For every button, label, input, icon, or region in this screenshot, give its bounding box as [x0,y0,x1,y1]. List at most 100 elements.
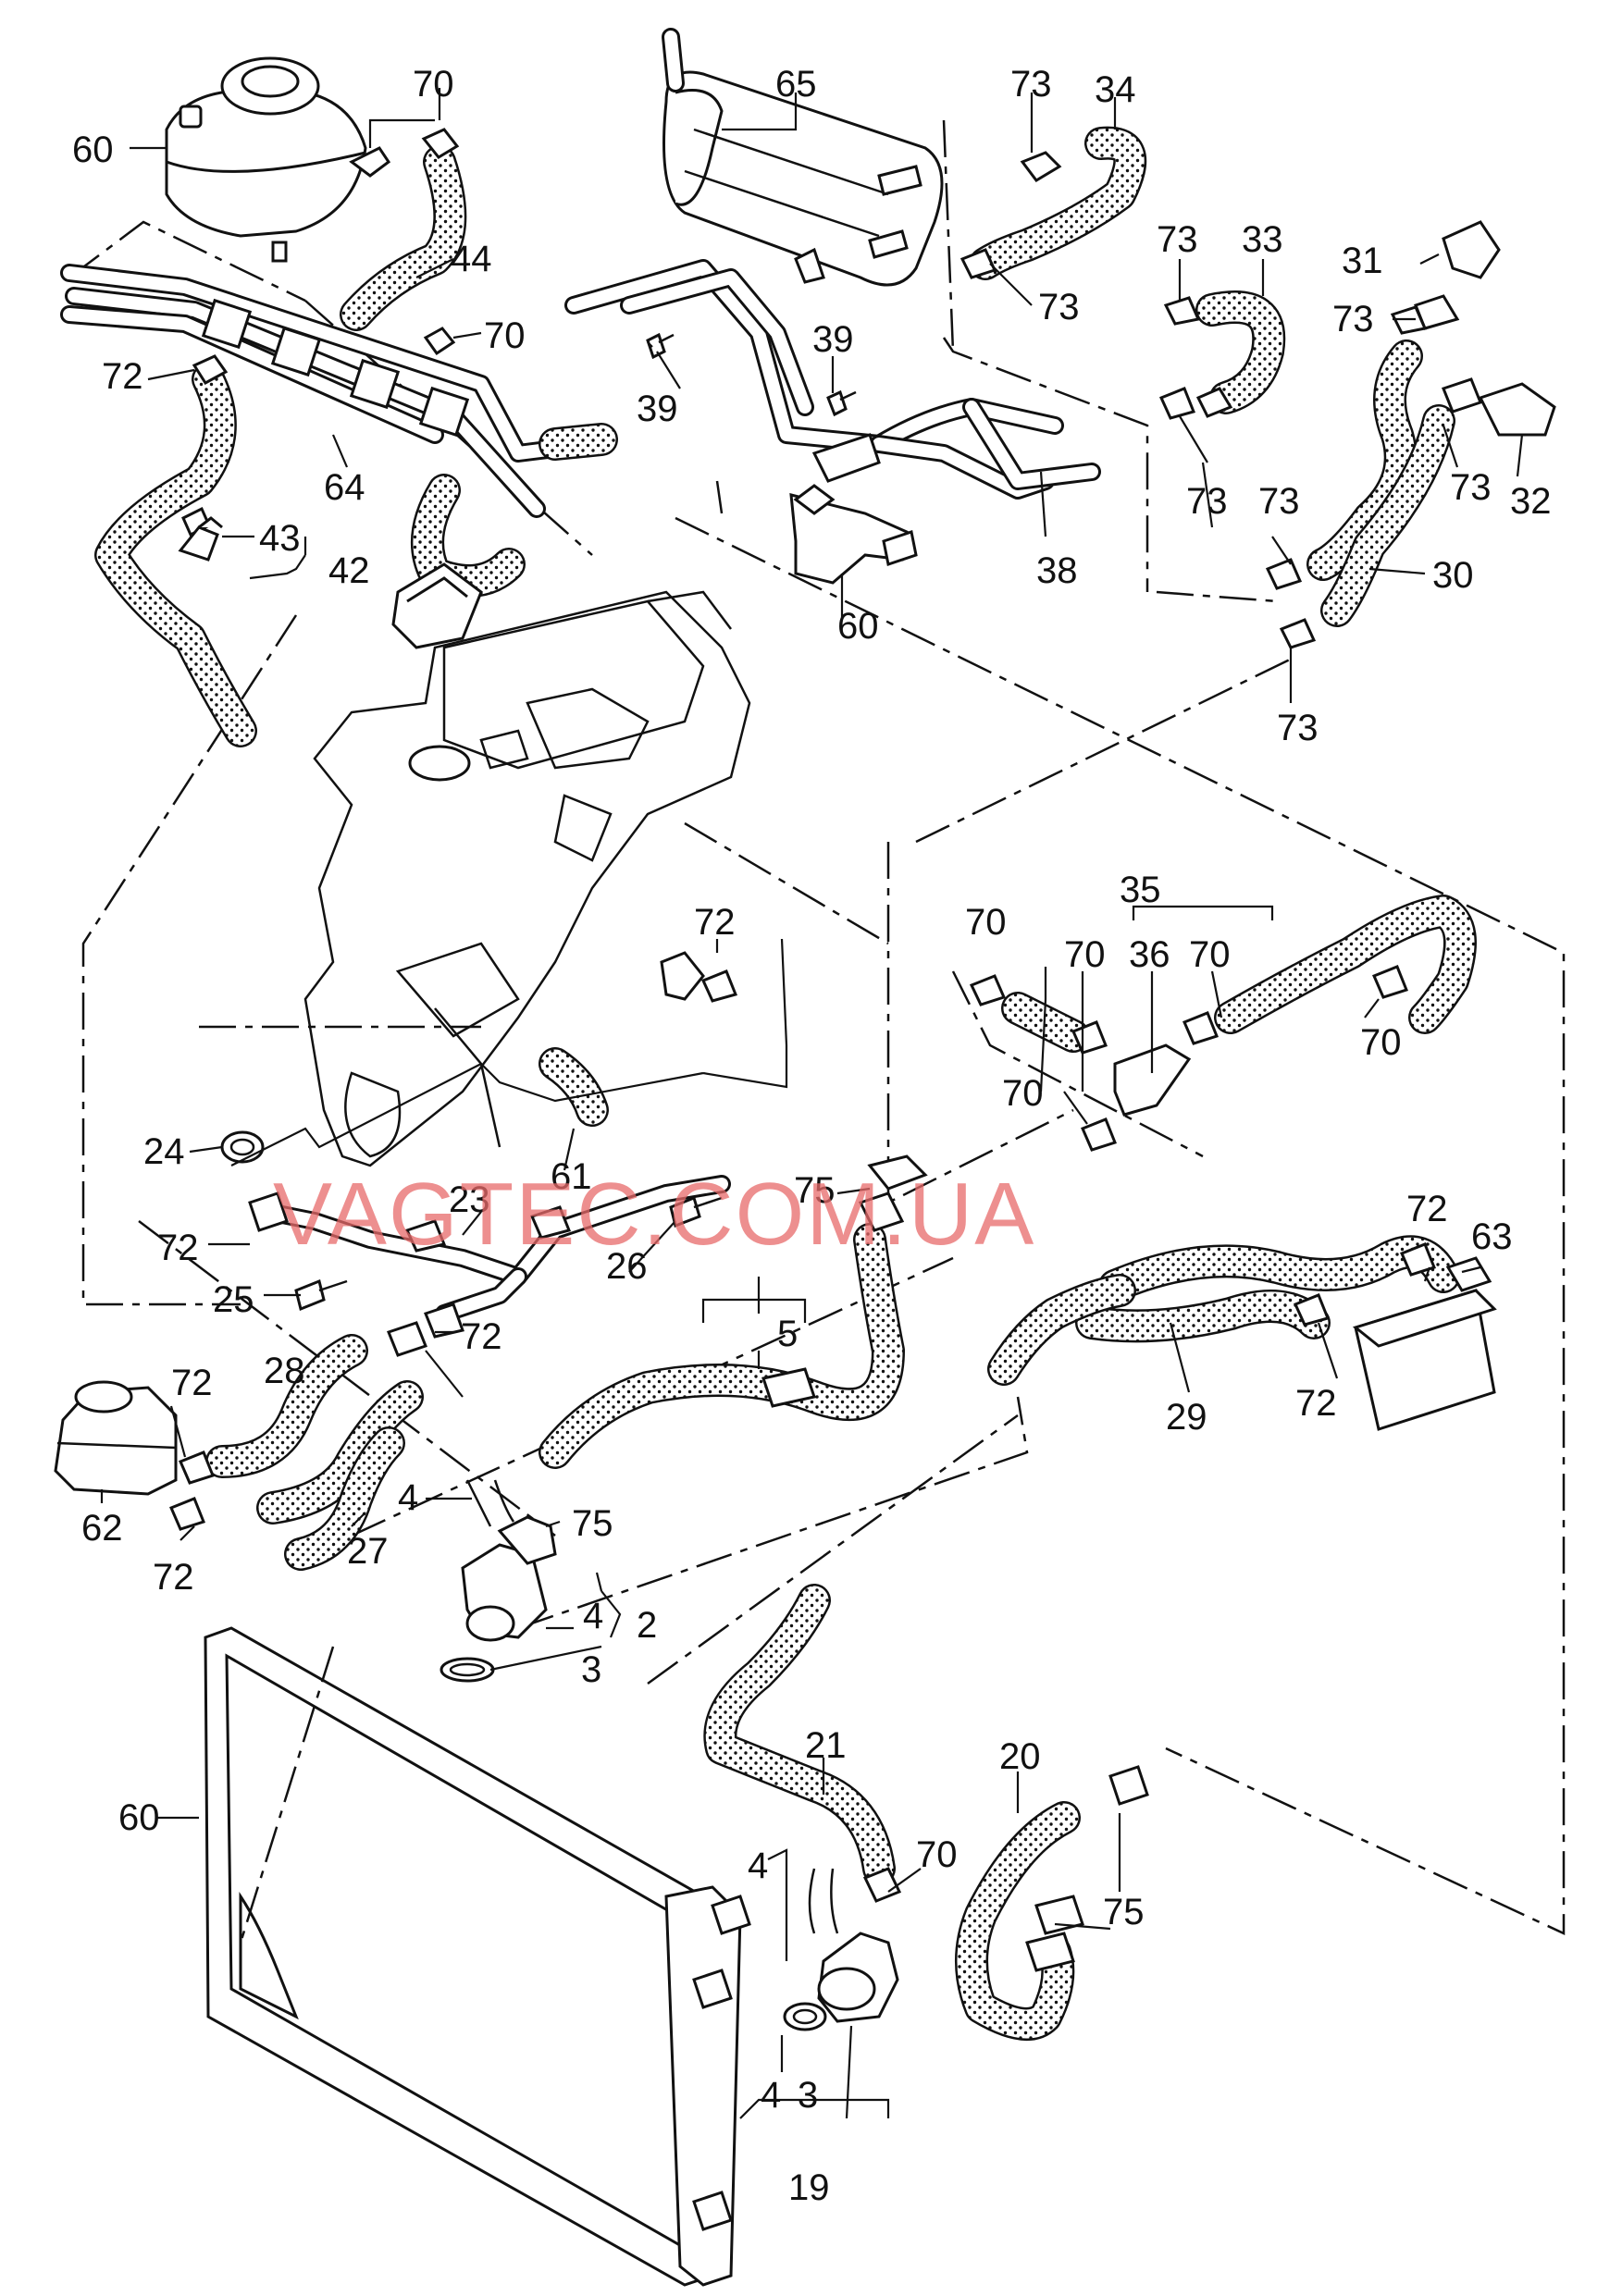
connector-32 [1442,377,1556,437]
callout-72: 72 [1406,1189,1448,1229]
engine-block [303,590,751,1167]
callout-60-radiator: 60 [118,1797,160,1838]
callout-70: 70 [916,1834,958,1875]
callout-70: 70 [413,64,454,105]
bolt-26 [669,1195,723,1228]
callout-70: 70 [965,902,1007,943]
callout-28: 28 [264,1351,305,1391]
callout-65: 65 [775,64,817,105]
callout-labels: 60 70 44 70 65 73 34 73 73 33 31 73 39 3… [72,64,1552,2208]
callout-43: 43 [259,518,301,559]
callout-63: 63 [1471,1216,1513,1257]
callout-75: 75 [572,1503,613,1544]
callout-72: 72 [694,902,736,943]
hose-20 [955,1765,1149,2041]
callout-23: 23 [449,1179,490,1220]
hose-28 [205,1334,368,1478]
thermostat-housing-2 [440,1479,557,1683]
callout-42: 42 [328,550,370,591]
callout-5: 5 [777,1314,798,1354]
callout-75: 75 [1103,1892,1145,1932]
hose-61 [539,1047,609,1127]
hose-42 [94,354,257,747]
callout-20: 20 [999,1736,1041,1777]
radiator-60 [204,1626,751,2287]
callout-62: 62 [81,1508,123,1549]
hose-5 [539,1191,905,1469]
connector-36 [1081,1043,1192,1152]
screw-39-a [646,332,675,360]
hose-35 [969,895,1477,1055]
callout-24: 24 [143,1131,185,1172]
pipe-23 [248,1175,731,1339]
callout-60-tpiece: 60 [837,606,879,647]
valve-43 [178,516,223,562]
callout-75: 75 [794,1170,836,1211]
callout-25: 25 [213,1279,254,1320]
callout-44: 44 [451,239,492,279]
callout-4: 4 [761,2075,781,2116]
expansion-tank-top [165,56,391,263]
callout-61: 61 [551,1156,592,1197]
dashed-leader-lines [68,119,1566,1935]
oil-cooler-63 [1352,1256,1497,1431]
callout-30: 30 [1432,555,1474,596]
hose-21 [703,1584,902,1903]
callout-19: 19 [788,2167,830,2208]
callout-33: 33 [1242,219,1283,260]
callout-73: 73 [1038,287,1080,327]
hose-29 [987,1235,1460,1386]
bolt-25 [294,1278,348,1312]
hose-27 [256,1321,427,1571]
callout-29: 29 [1166,1397,1207,1438]
callout-39: 39 [812,319,854,360]
callout-73: 73 [1258,481,1300,522]
callout-35: 35 [1120,870,1161,910]
callout-73: 73 [1450,467,1492,508]
callout-72: 72 [153,1557,194,1598]
callout-70: 70 [1360,1022,1402,1063]
callout-39: 39 [637,389,678,429]
callout-72: 72 [171,1363,213,1403]
hose-34 [960,126,1147,280]
callout-36: 36 [1129,934,1170,975]
callout-70: 70 [1002,1073,1044,1114]
flange-19 [783,1868,899,2031]
callout-72: 72 [102,356,143,397]
clip-75 [867,1154,928,1191]
t-piece-60 [789,484,918,585]
bracket-under-64 [391,474,526,649]
callout-4: 4 [583,1596,603,1636]
callout-26: 26 [606,1246,648,1287]
clip-24 [220,1130,265,1164]
callout-21: 21 [805,1725,847,1766]
callout-34: 34 [1095,69,1136,110]
pipe-assembly-64 [60,264,618,518]
callout-72: 72 [461,1316,502,1357]
watermark: VAGTEC.COM.UA [273,1165,1035,1264]
callout-70: 70 [1189,934,1231,975]
callout-73: 73 [1157,219,1198,260]
callout-70: 70 [484,315,526,356]
callout-38: 38 [1036,550,1078,591]
hose-44 [340,128,467,356]
heat-exchanger-65 [662,28,944,287]
plug-72 [660,951,738,1003]
callout-31: 31 [1342,241,1383,281]
hose-30 [1265,339,1455,649]
callout-leader-lines [100,88,1524,2119]
callout-73: 73 [1332,299,1374,339]
screw-39-b [826,389,857,417]
reservoir-62 [54,1380,215,1531]
callout-73: 73 [1010,64,1052,105]
callout-60-tank: 60 [72,130,114,170]
hose-33 [1163,290,1286,418]
callout-72: 72 [157,1228,199,1268]
callout-2: 2 [637,1605,657,1646]
callout-3: 3 [798,2075,818,2116]
connector-31 [1414,220,1501,330]
callout-73: 73 [1186,481,1228,522]
callout-72: 72 [1295,1383,1337,1424]
callout-32: 32 [1510,481,1552,522]
